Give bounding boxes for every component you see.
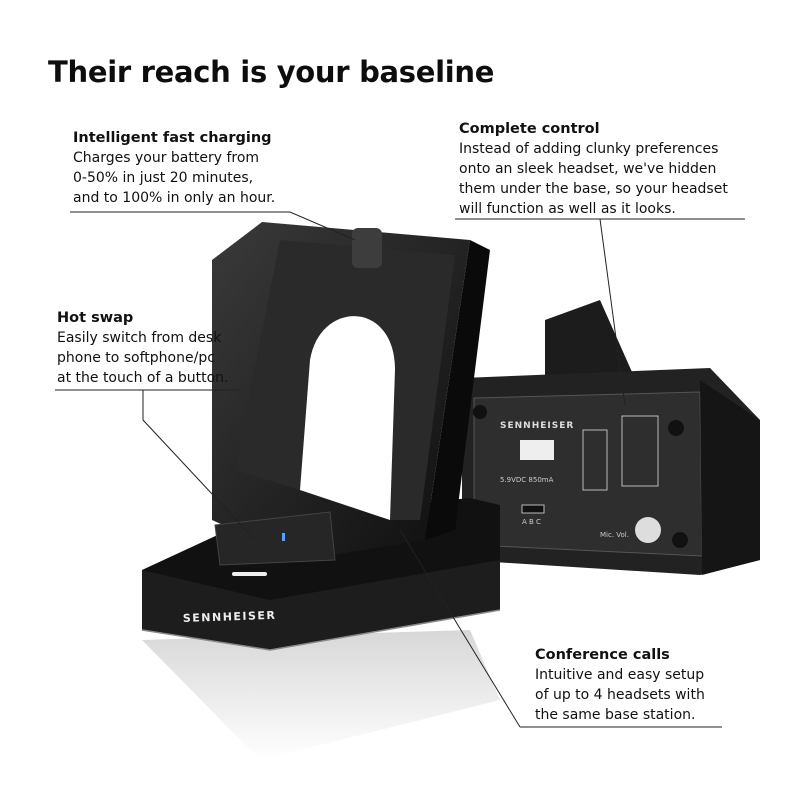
callout-fast-charging: Intelligent fast charging Charges your b… xyxy=(73,128,275,208)
rating-label: 5.9VDC 850mA xyxy=(500,476,554,484)
callout-line: Intuitive and easy setup xyxy=(535,667,705,683)
dock-logo: SENNHEISER xyxy=(183,609,277,625)
switch-labels: A B C xyxy=(522,518,541,526)
mic-volume-dial xyxy=(635,517,661,543)
base-station-underside: SENNHEISER 5.9VDC 850mA A B C Mic. Vol. xyxy=(462,300,760,575)
underside-logo: SENNHEISER xyxy=(500,421,574,431)
callout-line: Charges your battery from xyxy=(73,150,260,166)
callout-complete-control: Complete control Instead of adding clunk… xyxy=(459,119,728,219)
callout-line: will function as well as it looks. xyxy=(459,201,676,217)
status-led xyxy=(282,533,285,541)
callout-line: Easily switch from desk xyxy=(57,330,222,346)
callout-heading: Hot swap xyxy=(57,310,134,326)
callout-line: Instead of adding clunky preferences xyxy=(459,141,719,157)
headset-connector xyxy=(352,228,382,268)
callout-line: 0-50% in just 20 minutes, xyxy=(73,170,254,186)
callout-line: and to 100% in only an hour. xyxy=(73,190,276,206)
callout-heading: Conference calls xyxy=(535,647,670,663)
callout-heading: Intelligent fast charging xyxy=(73,130,272,146)
callout-line: the same base station. xyxy=(535,707,696,723)
callout-leaders xyxy=(55,211,745,728)
callout-line: phone to softphone/pc xyxy=(57,350,215,366)
callout-conference-calls: Conference calls Intuitive and easy setu… xyxy=(535,645,705,725)
callout-line: of up to 4 headsets with xyxy=(535,687,705,703)
charging-dock: SENNHEISER xyxy=(141,222,501,651)
callout-line: at the touch of a button. xyxy=(57,370,229,386)
callout-hot-swap: Hot swap Easily switch from desk phone t… xyxy=(57,308,229,388)
dock-reflection xyxy=(142,630,500,760)
callout-line: onto an sleek headset, we've hidden xyxy=(459,161,717,177)
mic-vol-label: Mic. Vol. xyxy=(600,531,629,539)
page-title: Their reach is your baseline xyxy=(48,55,495,89)
callout-line: them under the base, so your headset xyxy=(459,181,728,197)
callout-heading: Complete control xyxy=(459,121,600,137)
